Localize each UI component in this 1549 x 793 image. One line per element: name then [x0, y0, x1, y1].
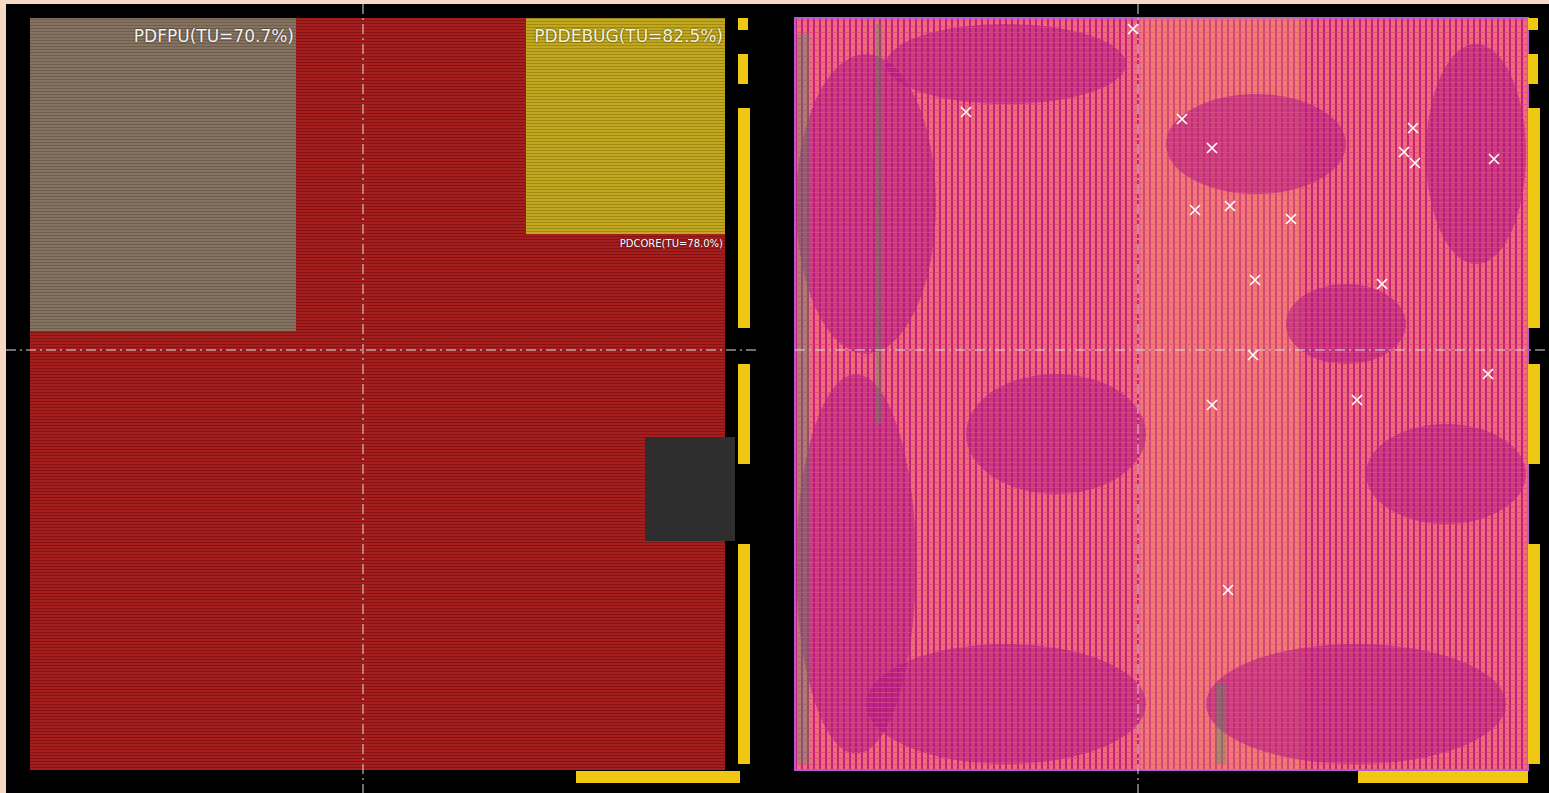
violation-marker [1190, 205, 1200, 215]
violation-marker [1207, 400, 1217, 410]
power-domain-fpu: PDFPU(TU=70.7%) [30, 18, 296, 331]
violation-marker [1408, 123, 1418, 133]
violation-marker [1286, 214, 1296, 224]
violation-marker [1399, 147, 1409, 157]
violation-marker [1489, 154, 1499, 164]
domain-label: PDDEBUG(TU=82.5%) [534, 26, 723, 46]
power-domain-debug: PDDEBUG(TU=82.5%) [526, 18, 725, 234]
power-domain-core: PDCORE(TU=78.0%) PDFPU(TU=70.7%) PDDEBUG(T… [30, 18, 725, 770]
violation-marker [1352, 395, 1362, 405]
hard-macro [645, 437, 735, 541]
violation-marker [1177, 114, 1187, 124]
layout-stage: PDCORE(TU=78.0%) PDFPU(TU=70.7%) PDDEBUG(T… [6, 4, 1549, 793]
violation-markers [961, 24, 1499, 595]
violation-marker [1483, 369, 1493, 379]
domain-label: PDCORE(TU=78.0%) [620, 238, 723, 249]
io-pins [576, 18, 1540, 783]
violation-marker [1250, 275, 1260, 285]
crosshair [6, 4, 1549, 793]
violation-marker [1248, 350, 1258, 360]
violation-marker [1128, 24, 1138, 34]
domain-label: PDFPU(TU=70.7%) [134, 26, 294, 46]
violation-marker [961, 107, 971, 117]
violation-marker [1377, 279, 1387, 289]
violation-marker [1225, 201, 1235, 211]
violation-marker [1223, 585, 1233, 595]
violation-marker [1207, 143, 1217, 153]
violation-marker [1410, 158, 1420, 168]
floorplan-overlay [6, 4, 1549, 793]
